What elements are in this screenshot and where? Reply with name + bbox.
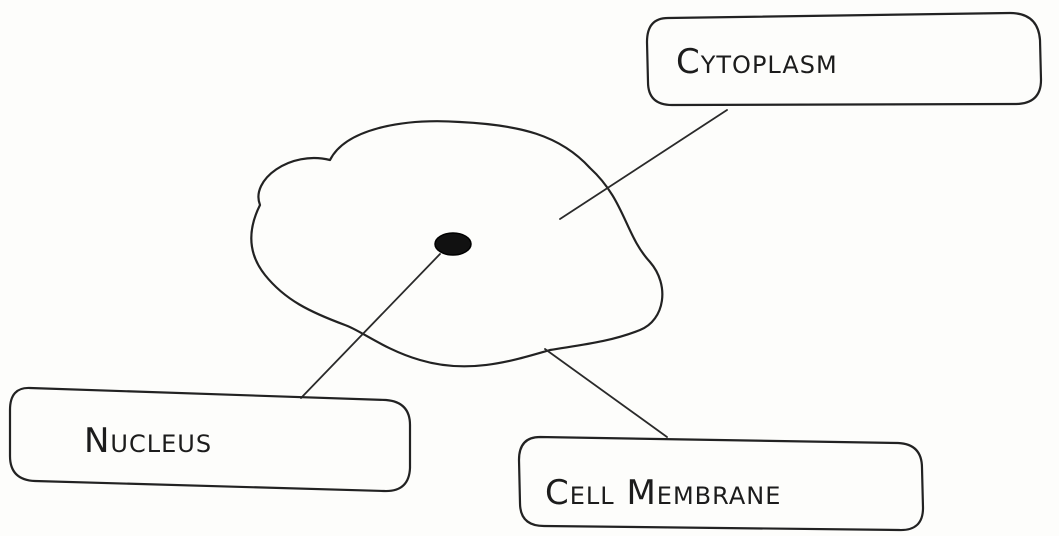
cytoplasm-leader-line [560,110,727,219]
cytoplasm-label: Cytoplasm [647,13,1041,105]
nucleus-label: Nucleus [10,388,410,491]
nucleus-dot [435,233,471,255]
nucleus-leader-line [301,254,440,398]
cell-membrane-label-text: Cell Membrane [545,473,781,513]
membrane-leader-line [545,349,667,437]
cytoplasm-label-text: Cytoplasm [676,42,838,82]
cell-membrane-label: Cell Membrane [519,437,923,530]
nucleus-label-text: Nucleus [84,421,212,461]
